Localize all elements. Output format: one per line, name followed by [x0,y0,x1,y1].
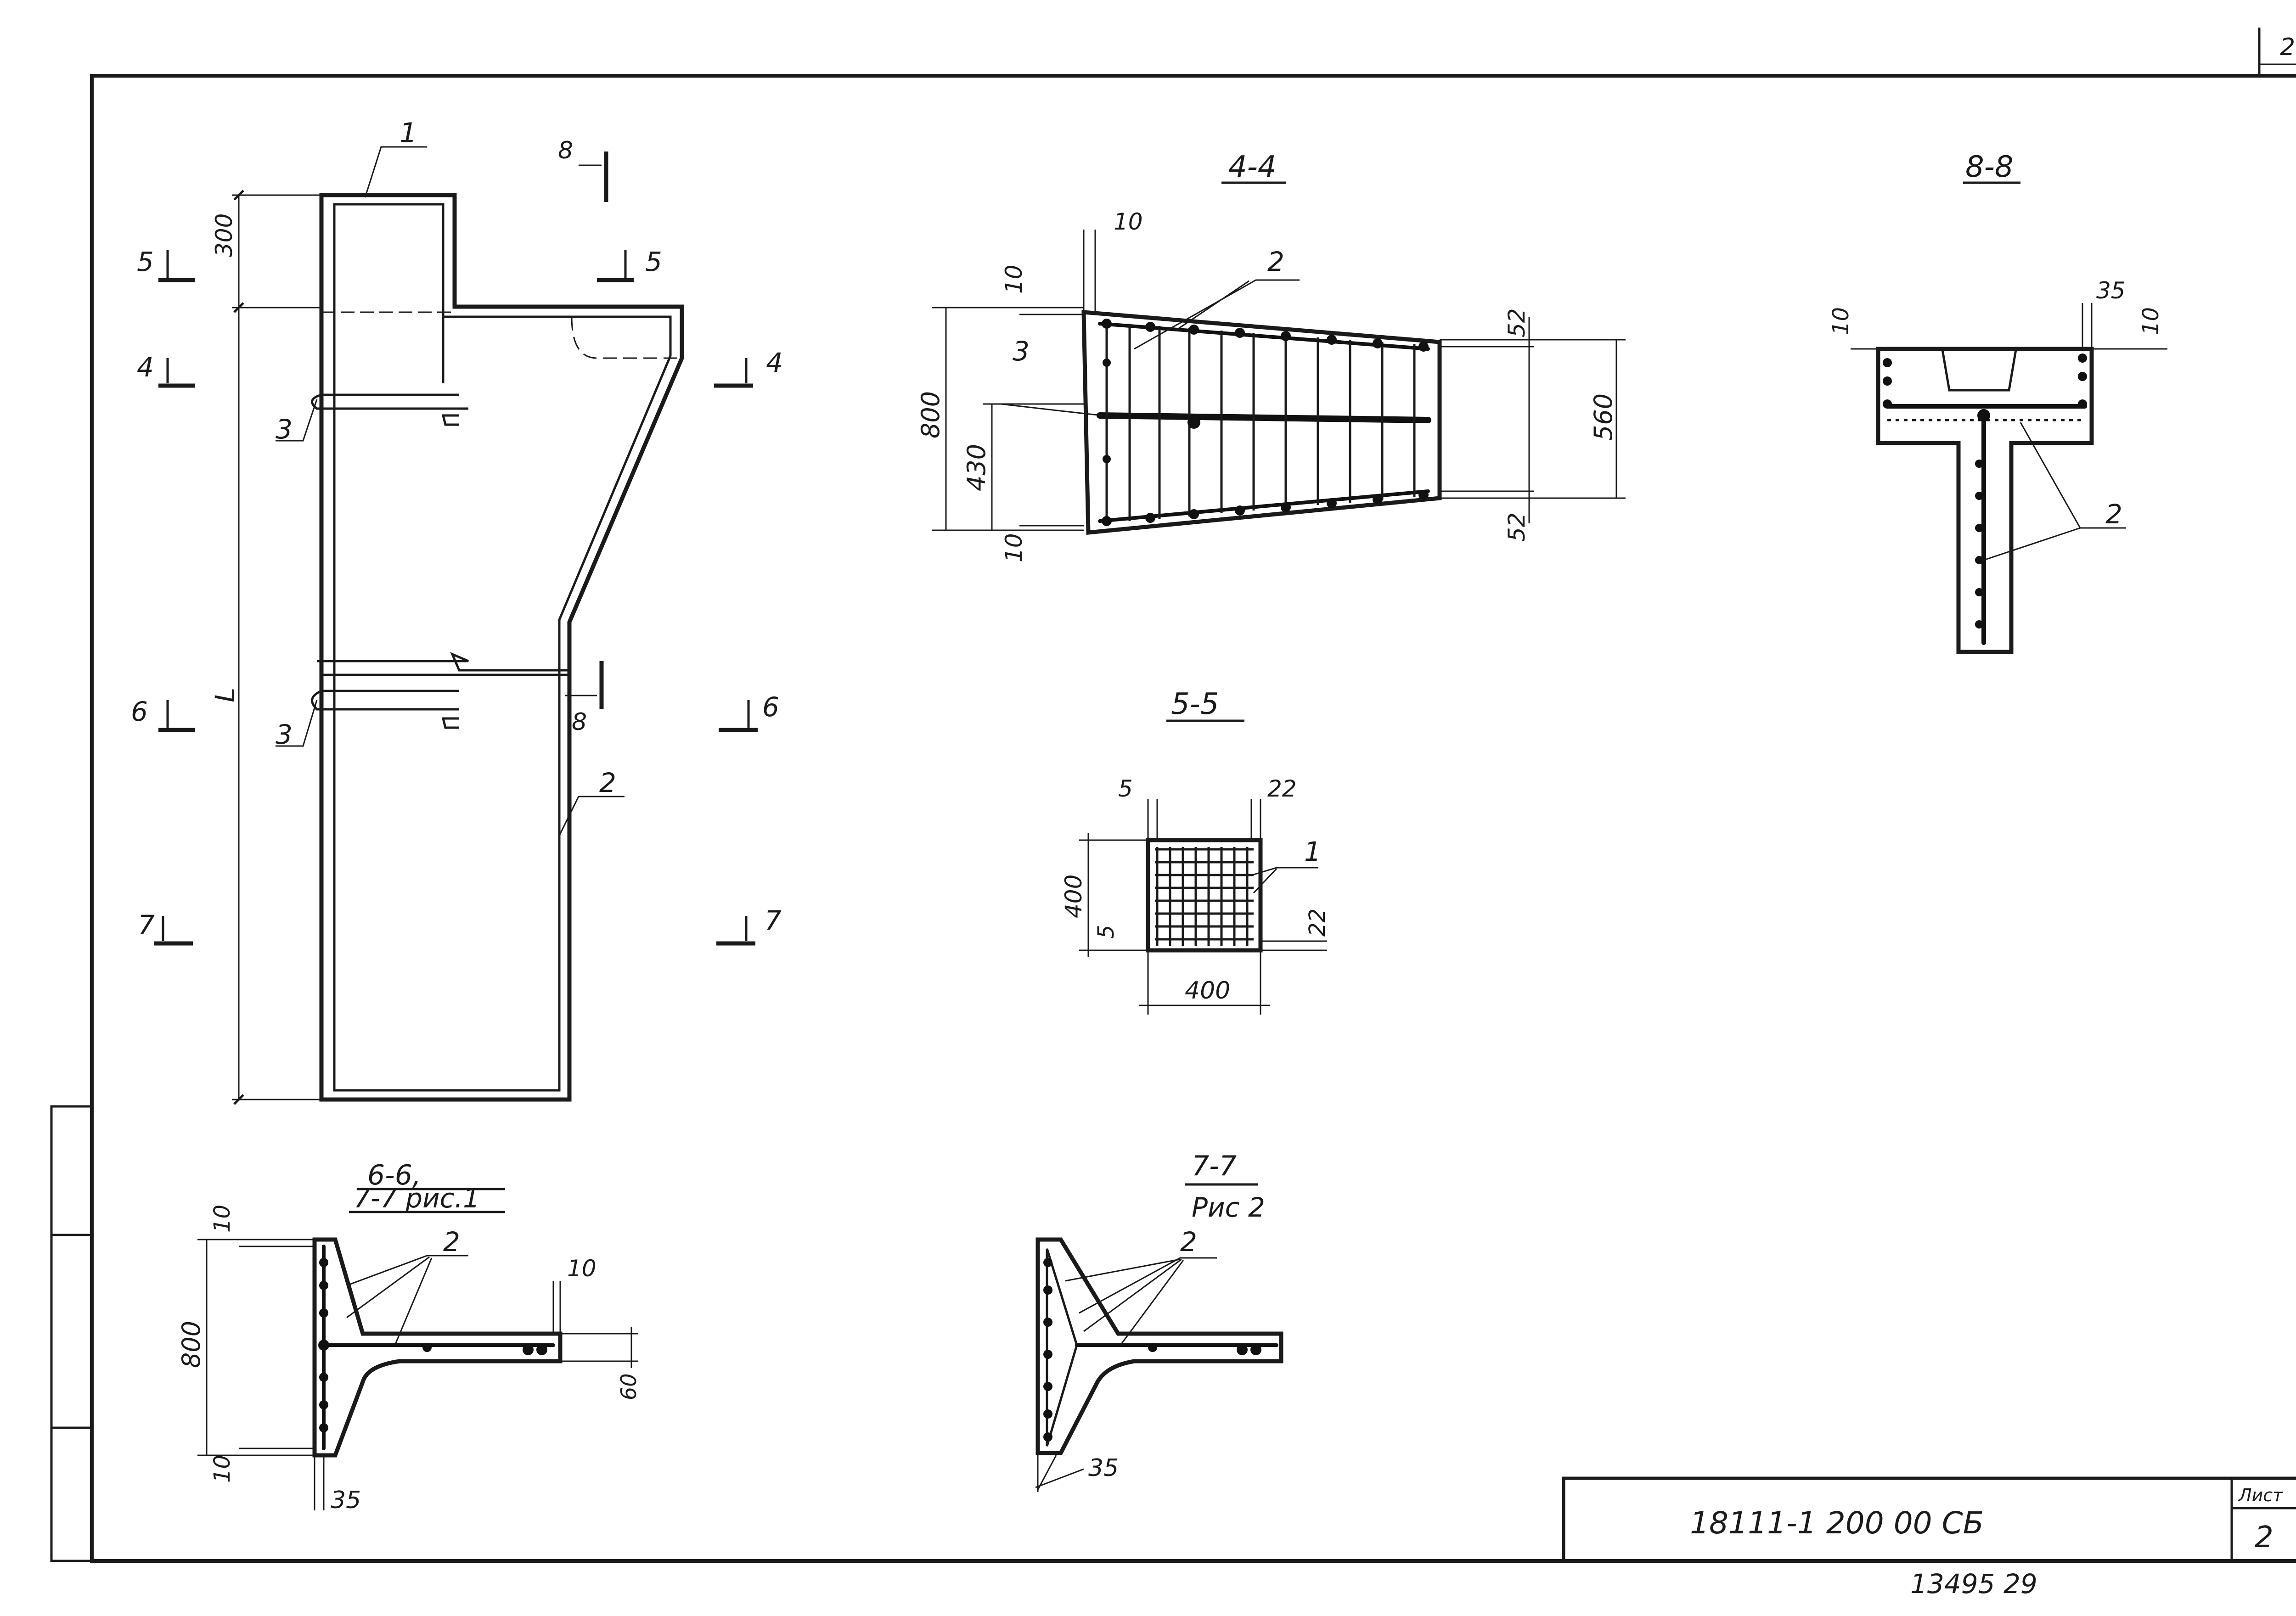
section-5-5-pos-1: 1 [1304,836,1321,867]
pos-2-label: 2 [599,767,616,798]
section-5-5 [1079,719,1327,1015]
cut-label-7-right: 7 [765,905,782,936]
section-4-4-dim-430: 430 [962,444,991,491]
title-block [1562,1476,2296,1563]
section-8-8 [1851,181,2167,654]
cut-label-8-mid: 8 [572,708,587,736]
section-8-8-dim-10-left: 10 [1828,307,1854,335]
section-8-8-dim-10-right: 10 [2138,307,2164,335]
section-6-6-dim-10-bottom: 10 [209,1455,235,1483]
cut-label-8-top: 8 [558,137,573,164]
section-4-4-dim-52-bottom: 52 [1503,512,1530,542]
section-4-4-dim-10-left-bottom: 10 [1001,533,1027,562]
section-4-4-title: 4-4 [1228,150,1277,184]
section-4-4-dim-10-h: 10 [1114,208,1143,235]
section-8-8-pos-2: 2 [2105,499,2122,530]
section-7-7-title-1: 7-7 [1192,1150,1237,1182]
sheet-frame [50,28,2296,1563]
section-4-4-dim-52-top: 52 [1503,308,1530,337]
section-6-6-dim-10-top: 10 [209,1205,235,1233]
dim-length-L: L [209,688,241,702]
section-6-6 [197,1188,638,1510]
section-4-4-dim-560: 560 [1589,393,1618,441]
section-5-5-dim-400-side: 400 [1060,875,1087,918]
section-5-5-dim-5-top: 5 [1118,775,1133,802]
section-5-5-dim-400-bottom: 400 [1185,977,1230,1004]
sheet-label: Лист [2238,1485,2284,1505]
pos-3-label-lower: 3 [276,719,293,750]
section-5-5-dim-22-top: 22 [1267,775,1297,802]
section-6-6-pos-2: 2 [443,1226,460,1257]
section-8-8-title: 8-8 [1965,150,2014,184]
doc-code: 18111-1 200 00 СБ [1690,1505,1984,1541]
cut-label-7-left: 7 [138,909,155,941]
sheet-corner-number: 28 [2280,34,2296,61]
section-6-6-title-2: 7-7 рис.1 [354,1183,480,1214]
cut-label-5-right: 5 [645,246,662,277]
section-4-4-pos-3: 3 [1013,336,1030,367]
section-5-5-dim-5-side: 5 [1093,925,1119,939]
pos-1-label: 1 [400,117,417,149]
section-7-7-dim-35: 35 [1088,1454,1119,1482]
section-5-5-title: 5-5 [1171,687,1219,721]
dim-300: 300 [211,213,237,257]
sheet-number: 2 [2255,1521,2273,1554]
section-4-4-pos-2: 2 [1267,246,1284,277]
section-4-4 [932,181,1626,535]
cut-label-4-left: 4 [137,352,154,383]
cut-label-5-left: 5 [137,246,154,277]
section-4-4-dim-800: 800 [916,391,945,438]
section-6-6-dim-60: 60 [616,1373,641,1400]
main-view [154,146,758,1105]
section-4-4-dim-10-left-top: 10 [1001,264,1027,294]
section-6-6-dim-10-flange: 10 [567,1255,597,1282]
section-6-6-dim-35: 35 [331,1487,361,1514]
cut-label-6-right: 6 [762,691,779,723]
archive-number: 13495 29 [1910,1568,2037,1599]
section-6-6-dim-800: 800 [177,1321,206,1368]
section-5-5-dim-22-side: 22 [1305,909,1330,937]
section-8-8-dim-35: 35 [2096,277,2126,304]
cut-label-6-left: 6 [131,696,148,727]
section-7-7-pos-2: 2 [1180,1226,1197,1257]
pos-3-label-upper: 3 [276,414,293,445]
section-7-7 [1035,1183,1283,1492]
cut-label-4-right: 4 [766,347,783,378]
section-6-6-title-1: 6-6, [367,1159,421,1191]
cut-marks [154,250,758,946]
section-7-7-title-2: Рис 2 [1192,1192,1265,1223]
